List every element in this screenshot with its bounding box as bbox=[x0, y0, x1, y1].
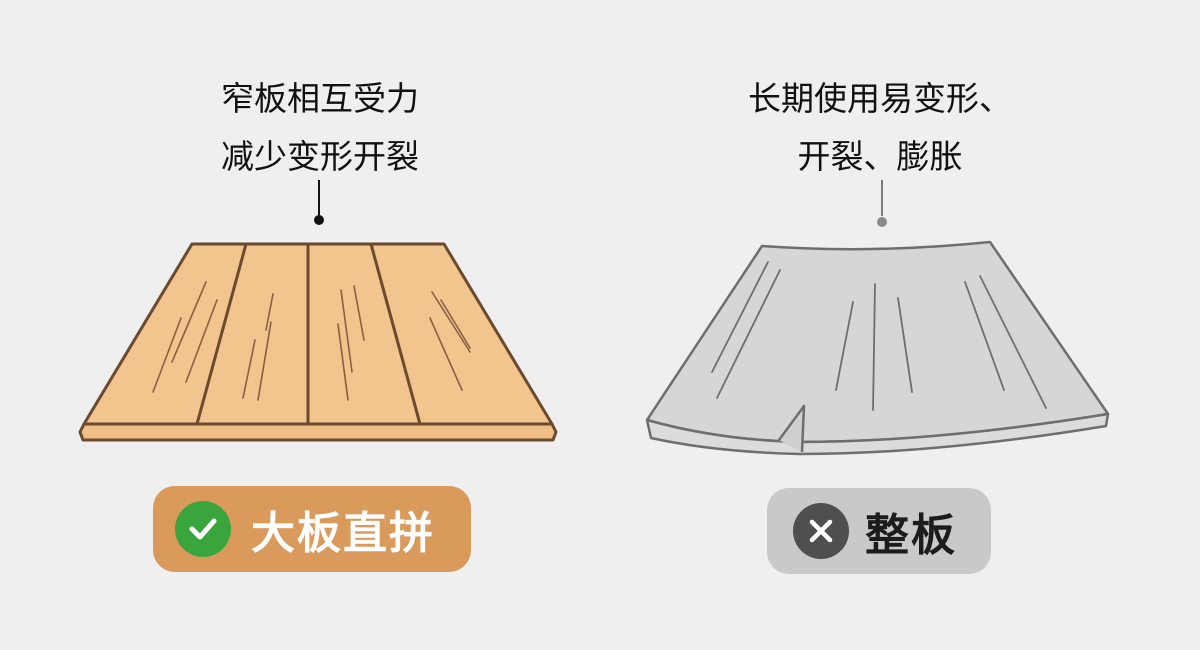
right-pointer bbox=[877, 180, 887, 227]
narrow-plank-floor bbox=[80, 244, 556, 440]
correct-option-badge: 大板直拼 bbox=[153, 486, 471, 572]
whole-board-floor bbox=[647, 242, 1108, 454]
check-circle-icon bbox=[175, 501, 231, 557]
incorrect-option-badge: 整板 bbox=[767, 488, 991, 574]
incorrect-option-label: 整板 bbox=[865, 499, 957, 563]
cross-circle-icon bbox=[793, 503, 849, 559]
correct-option-label: 大板直拼 bbox=[251, 497, 435, 561]
left-pointer bbox=[314, 180, 324, 225]
